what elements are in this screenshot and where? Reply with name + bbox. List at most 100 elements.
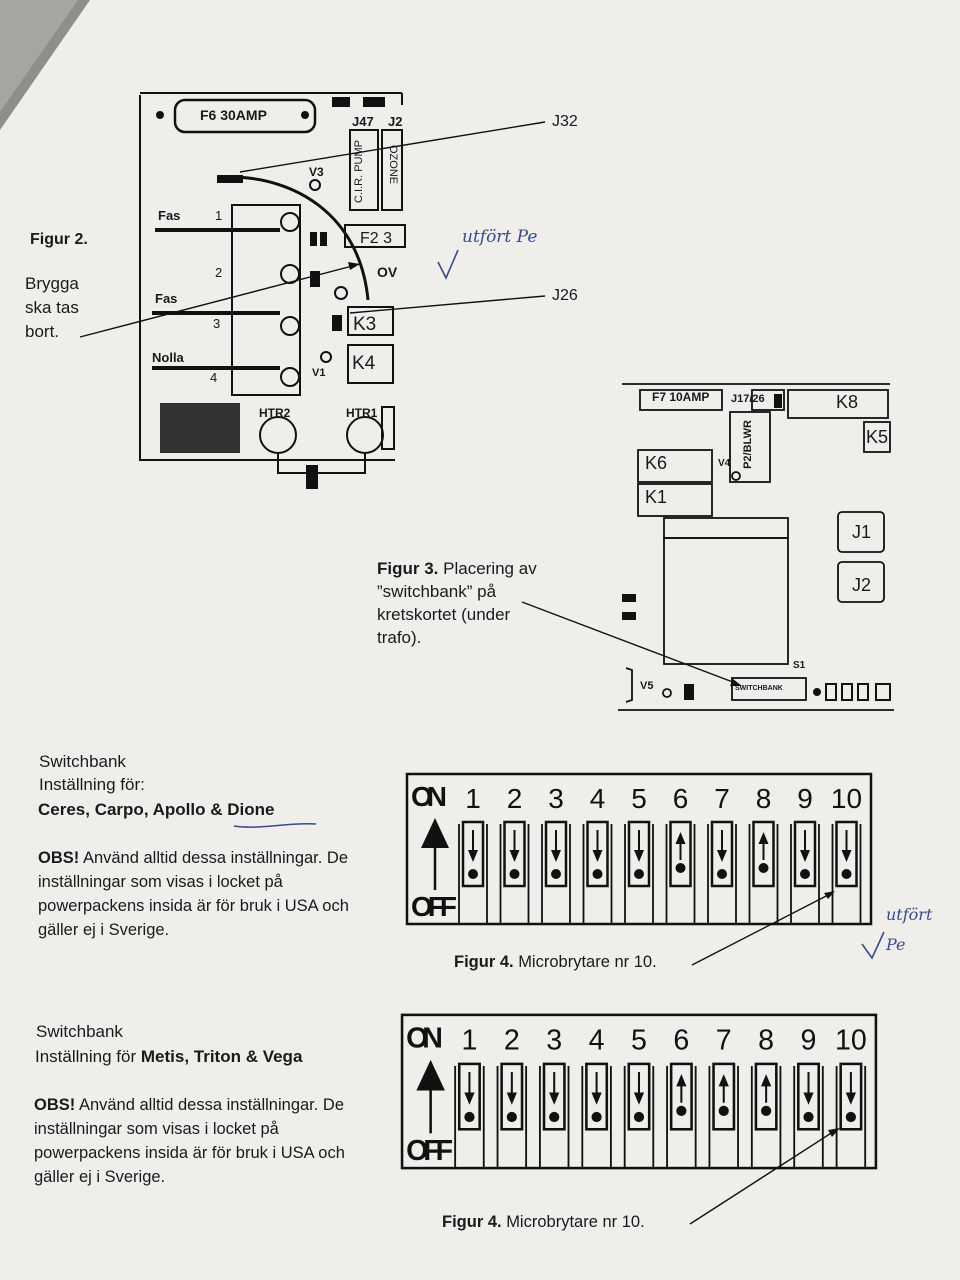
switch-down-arrow-icon [551,830,561,879]
j1-label: J1 [852,522,872,542]
section2-subheading-prefix: Inställning för [35,1047,137,1066]
v5-label: V5 [640,680,654,692]
switch-number-7: 7 [714,783,730,814]
k8-label: K8 [836,392,859,412]
v1-label: V1 [312,367,326,379]
dip-switch-1 [457,1062,481,1131]
handwritten-note-2: utfört Pe [886,905,933,954]
pin1-label: 1 [215,208,223,223]
switch-up-arrow-icon [675,832,686,873]
fuse-label: F6 30AMP [200,107,267,123]
dip-switch-6 [669,1062,693,1131]
dip-switch-2 [500,1062,524,1131]
ov-label: OV [377,264,398,280]
section1-figure-caption: Figur 4. Microbrytare nr 10. [454,950,657,974]
figure3-caption-text: Placering av ”switchbank” på kretskortet… [377,559,537,647]
figure3-caption-bold: Figur 3. [377,559,439,578]
j47-label: J47 [352,114,374,129]
k1-label: K1 [645,487,668,507]
switch-number-3: 3 [548,783,564,814]
switch-number-7: 7 [716,1025,732,1057]
section2-obs-bold: OBS! [34,1096,76,1114]
figure3-pcb-diagram [618,383,894,711]
off-label: OFF [411,891,457,922]
htr2-label: HTR2 [259,406,291,420]
switch-up-arrow-icon [761,1074,772,1116]
handwritten-note-1: utfört Pe [462,227,538,247]
dip-switch-3 [542,1062,566,1131]
fas1-label: Fas [158,208,181,223]
j2-label: J2 [388,114,403,129]
switch-down-arrow-icon [592,830,603,879]
switch-down-arrow-icon [845,1072,856,1123]
switch-number-8: 8 [756,783,772,814]
switch-number-1: 1 [461,1025,477,1057]
nolla-label: Nolla [152,350,184,365]
on-label: ON [411,781,447,812]
on-arrow-icon [416,1059,445,1091]
figure3-caption: Figur 3. Placering av ”switchbank” på kr… [377,557,547,649]
dip-switch-7 [710,820,734,888]
pin2-label: 2 [215,265,223,280]
on-arrow-icon [421,818,449,848]
section2-models: Metis, Triton & Vega [140,1047,303,1066]
switch-number-6: 6 [673,1025,689,1057]
dip-switch-6 [669,820,692,888]
section1-figure-text: Microbrytare nr 10. [518,953,657,971]
section2-heading: Switchbank [36,1022,123,1041]
v3-label: V3 [309,165,324,179]
dip-switch-10 [835,820,858,888]
switch-down-arrow-icon [841,830,852,879]
switch-number-3: 3 [546,1025,562,1057]
switch-number-4: 4 [590,783,606,814]
j17-label: J17/26 [731,393,765,405]
section2-figure-text: Microbrytare nr 10. [506,1213,645,1231]
section2-subheading: Inställning för Metis, Triton & Vega [35,1045,302,1069]
switch-down-arrow-icon [549,1072,560,1123]
switch-down-arrow-icon [591,1072,602,1123]
switch-number-6: 6 [673,783,689,814]
j32-callout: J32 [552,113,578,130]
dip-switch-5 [627,1062,651,1131]
section1-obs-text: Använd alltid dessa inställningar. De in… [38,849,349,939]
ozone-label: OZONE [387,145,399,185]
fas2-label: Fas [155,291,178,306]
figure2-note: Brygga ska tas bort. [25,274,79,341]
j2-fig3-label: J2 [852,575,872,595]
section1-obs-bold: OBS! [38,849,80,867]
k3-label: K3 [353,314,377,335]
switch-number-9: 9 [797,783,813,814]
switch-down-arrow-icon [717,830,727,879]
f2-label: F2 3 [360,230,393,247]
figure2-pcb-diagram [139,92,406,489]
section1-heading: Switchbank [39,752,126,771]
switch-up-arrow-icon [718,1074,729,1116]
fig3-fuse-label: F7 10AMP [652,390,710,404]
j26-callout: J26 [552,287,578,304]
switch-number-10: 10 [835,1025,867,1057]
switch-number-10: 10 [831,783,862,814]
k5-label: K5 [866,427,889,447]
switch-number-4: 4 [589,1025,605,1057]
switch-down-arrow-icon [468,830,478,879]
switch-down-arrow-icon [803,1072,814,1123]
pin3-label: 3 [213,316,221,331]
dip-switch-8 [752,820,775,888]
dip-switch-2 [503,820,526,888]
figure2-callout-lines [79,121,546,338]
off-label: OFF [406,1135,453,1167]
v4-label: V4 [718,458,731,469]
figure3-callout-line [521,601,742,686]
dip-switch-7 [712,1062,736,1131]
k6-label: K6 [645,453,668,473]
section1-subheading: Inställning för: [39,775,145,794]
pin4-label: 4 [210,370,218,385]
switch-number-2: 2 [507,783,523,814]
section2-obs-text: Använd alltid dessa inställningar. De in… [34,1096,345,1186]
section2-figure-caption: Figur 4. Microbrytare nr 10. [442,1210,645,1234]
switchbank-component-label: SWITCHBANK [735,685,783,692]
